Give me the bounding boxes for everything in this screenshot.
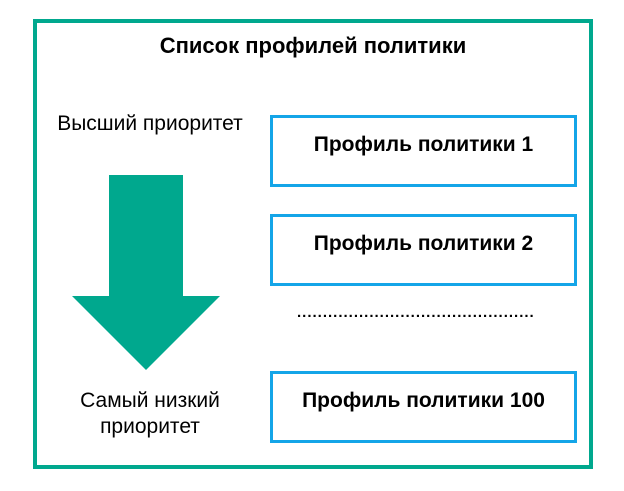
policy-profile-1-box: Профиль политики 1	[270, 115, 577, 187]
policy-profile-100-box: Профиль политики 100	[270, 371, 577, 443]
down-arrow-shape	[72, 175, 220, 370]
highest-priority-label: Высший приоритет	[57, 112, 243, 135]
policy-profile-2-box: Профиль политики 2	[270, 214, 577, 286]
policy-profile-1-label: Профиль политики 1	[313, 132, 534, 156]
lowest-priority-label: Самый низкий приоритет	[80, 389, 220, 438]
policy-profile-100-label: Профиль политики 100	[302, 388, 545, 412]
ellipsis-separator: ........................................…	[297, 304, 535, 321]
priority-direction-arrow-icon	[72, 175, 220, 370]
diagram-title: Список профилей политики	[159, 33, 467, 58]
policy-profile-2-label: Профиль политики 2	[313, 231, 534, 255]
